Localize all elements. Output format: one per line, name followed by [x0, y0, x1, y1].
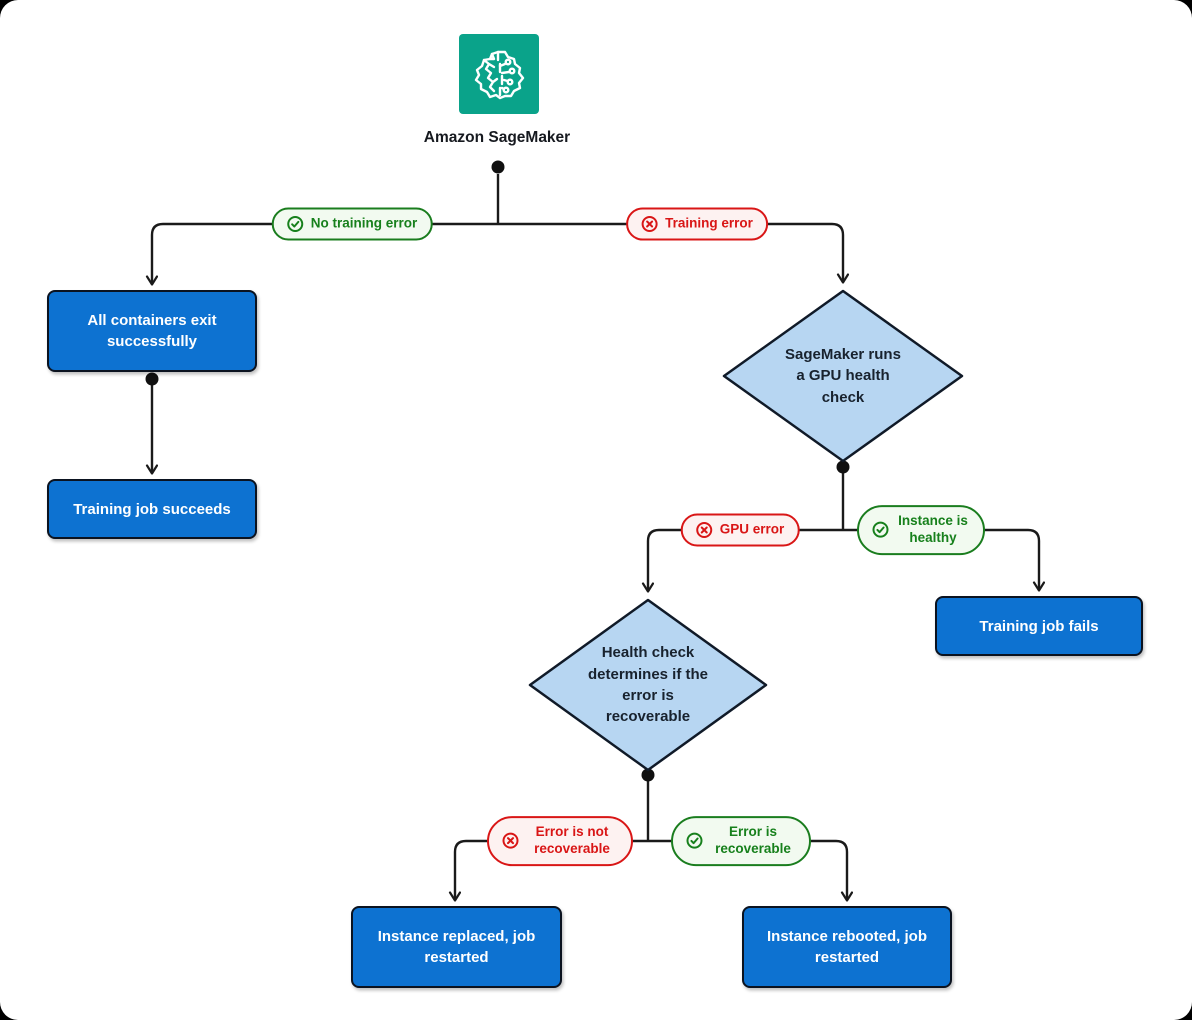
- edge-badge-error-not-recoverable: Error is not recoverable: [487, 816, 633, 866]
- edge-badge-training-error: Training error: [626, 207, 768, 241]
- check-circle-icon: [686, 833, 703, 849]
- edge-badge-instance-healthy: Instance is healthy: [857, 505, 985, 555]
- junction-dot: [145, 372, 159, 386]
- node-label: SageMaker runs a GPU health check: [785, 346, 901, 406]
- diagram-title: Amazon SageMaker: [423, 129, 571, 146]
- edge-training-error: [498, 222, 843, 282]
- edge-instance-healthy: [843, 528, 1039, 590]
- diamond-shape: [722, 289, 964, 463]
- edge-label: Instance is healthy: [898, 513, 968, 545]
- edge-gpu-error: [648, 528, 843, 591]
- junction-dot: [491, 160, 505, 174]
- edge-no-training-error: [152, 222, 498, 284]
- edge-label: No training error: [310, 215, 418, 231]
- sagemaker-icon: [459, 34, 539, 114]
- edge-not-recoverable: [455, 839, 648, 900]
- edge-badge-error-recoverable: Error is recoverable: [671, 816, 811, 866]
- node-training-job-fails: Training job fails: [935, 596, 1143, 656]
- x-circle-icon: [696, 522, 713, 538]
- edge-label: Error is recoverable: [715, 824, 791, 856]
- node-label: Training job succeeds: [73, 500, 231, 518]
- check-circle-icon: [287, 216, 304, 232]
- node-label: Health check determines if the error is …: [587, 644, 709, 726]
- junction-dot: [836, 460, 850, 474]
- junction-dot: [641, 768, 655, 782]
- node-label: All containers exit successfully: [87, 312, 217, 350]
- node-instance-rebooted: Instance rebooted, job restarted: [742, 906, 952, 988]
- node-label: Instance rebooted, job restarted: [766, 928, 928, 966]
- edge-badge-no-training-error: No training error: [271, 207, 433, 241]
- x-circle-icon: [502, 833, 519, 849]
- node-gpu-health-check: SageMaker runs a GPU health check: [721, 288, 965, 464]
- node-instance-replaced: Instance replaced, job restarted: [351, 906, 562, 988]
- x-circle-icon: [641, 216, 658, 232]
- diamond-shape: [528, 598, 768, 772]
- edge-label: Training error: [665, 215, 753, 231]
- edge-label: Error is not recoverable: [534, 824, 610, 856]
- check-circle-icon: [872, 522, 889, 538]
- brain-circuit-icon: [474, 50, 525, 100]
- node-health-check-recoverable: Health check determines if the error is …: [527, 597, 769, 773]
- edge-label: GPU error: [719, 521, 785, 537]
- node-label: Training job fails: [979, 617, 1099, 635]
- node-training-job-succeeds: Training job succeeds: [47, 479, 257, 539]
- node-all-containers-exit: All containers exit successfully: [47, 290, 257, 372]
- edge-badge-gpu-error: GPU error: [680, 513, 800, 547]
- edge-recoverable: [648, 839, 847, 900]
- node-label: Instance replaced, job restarted: [377, 928, 536, 966]
